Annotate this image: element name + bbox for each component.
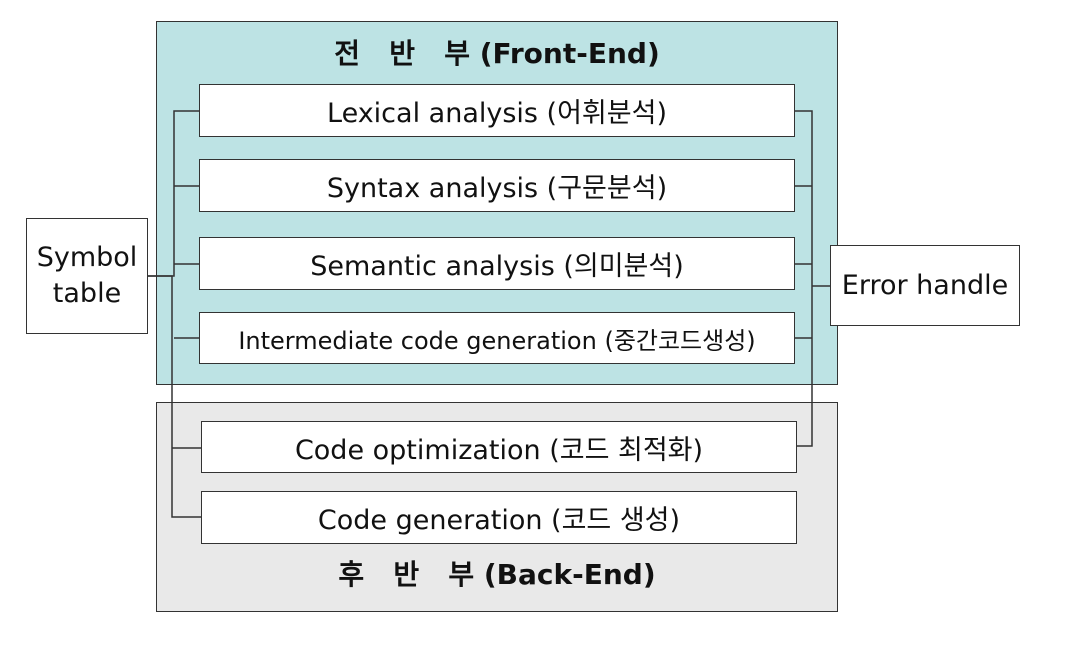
stage-syntax-analysis: Syntax analysis (구문분석) <box>199 159 795 212</box>
stage-lexical-analysis: Lexical analysis (어휘분석) <box>199 84 795 137</box>
error-handler-box: Error handle <box>830 245 1020 326</box>
stage-code-generation: Code generation (코드 생성) <box>201 491 797 544</box>
symbol-table-label: Symbol table <box>36 242 138 309</box>
back-end-title: 후 반 부 (Back-End) <box>338 558 656 591</box>
stage-semantic-analysis: Semantic analysis (의미분석) <box>199 237 795 290</box>
stage-code-optimization: Code optimization (코드 최적화) <box>201 421 797 473</box>
front-end-title: 전 반 부 (Front-End) <box>334 37 660 70</box>
stage-intermediate-code-generation: Intermediate code generation (중간코드생성) <box>199 312 795 364</box>
error-handler-label: Error handle <box>841 269 1009 301</box>
symbol-table-box: Symbol table <box>26 218 148 334</box>
